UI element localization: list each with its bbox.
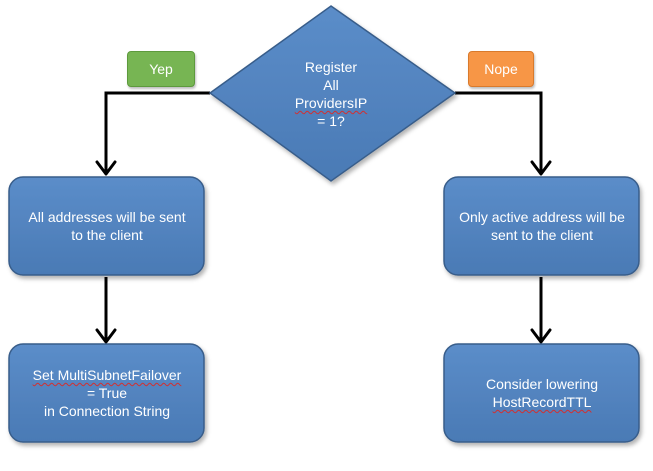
yes-tag: Yep <box>127 51 195 87</box>
decision-line-4: = 1? <box>317 113 345 129</box>
connectors <box>104 91 543 340</box>
decision-line-3: ProvidersIP <box>294 95 368 111</box>
left-box-2 <box>8 343 205 443</box>
decision-diamond <box>208 5 457 182</box>
decision-text: Register All ProvidersIP = 1? <box>270 52 392 136</box>
right-step-1-label: Only active address will be sent to the … <box>459 209 625 243</box>
yes-branch-connector <box>104 91 210 172</box>
arrowhead-left-1 <box>95 160 117 176</box>
decision-line-2: All <box>323 77 339 93</box>
left-step-2-text: Set MultiSubnetFailover = True in Connec… <box>14 352 200 434</box>
right-step-2-text: Consider lowering HostRecordTTL <box>450 352 634 434</box>
left-step-1-label: All addresses will be sent to the client <box>28 209 186 243</box>
left-box-1 <box>8 176 205 276</box>
right-step-2-line-2: HostRecordTTL <box>492 394 592 410</box>
arrowheads <box>95 160 552 344</box>
right-step-1-text: Only active address will be sent to the … <box>450 185 634 267</box>
no-tag: Nope <box>468 51 534 87</box>
right-box-2 <box>443 343 640 443</box>
right-step-2-line-1: Consider lowering <box>485 376 599 392</box>
arrowhead-right-1 <box>530 160 552 176</box>
arrowhead-left-2 <box>95 328 117 344</box>
no-tag-label: Nope <box>484 61 518 77</box>
left-step-1-text: All addresses will be sent to the client <box>17 185 197 267</box>
right-box-1 <box>443 176 640 276</box>
left-step-2-line-3: in Connection String <box>43 403 171 419</box>
left-step-2-line-1: Set MultiSubnetFailover <box>32 367 182 383</box>
arrowhead-right-2 <box>530 328 552 344</box>
no-branch-connector <box>455 91 543 172</box>
decision-line-1: Register <box>304 59 358 75</box>
yes-tag-label: Yep <box>149 61 173 77</box>
left-step-2-line-2: = True <box>86 385 128 401</box>
